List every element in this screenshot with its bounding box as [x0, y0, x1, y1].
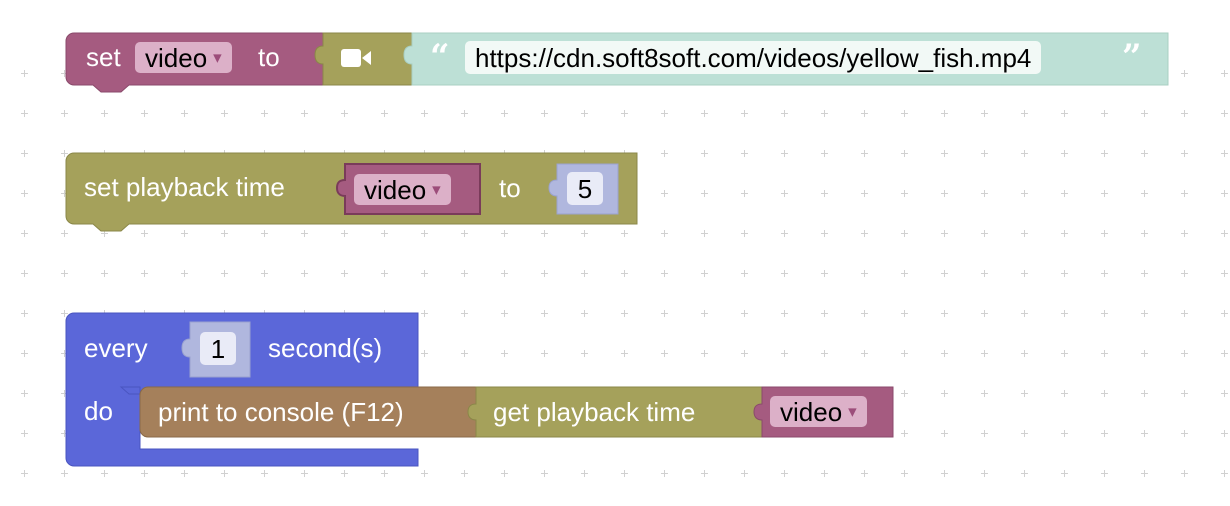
- set-playback-time-label: set playback time: [84, 172, 285, 202]
- url-text-value: https://cdn.soft8soft.com/videos/yellow_…: [475, 42, 1032, 73]
- time-number-value: 5: [577, 173, 593, 204]
- variable-dropdown-3[interactable]: video ▾: [770, 396, 867, 427]
- get-playback-time-label: get playback time: [493, 397, 696, 427]
- interval-number-field[interactable]: 1: [200, 332, 236, 365]
- interval-number-value: 1: [210, 333, 226, 364]
- every-loop-block[interactable]: [65, 312, 419, 467]
- do-label: do: [84, 396, 113, 426]
- dropdown-arrow-icon: ▾: [848, 401, 857, 421]
- print-to-console-label: print to console (F12): [158, 397, 404, 427]
- variable-dropdown-value-2: video: [364, 174, 427, 205]
- variable-dropdown-2[interactable]: video ▾: [354, 174, 451, 205]
- dropdown-arrow-icon: ▾: [432, 179, 441, 199]
- url-text-field[interactable]: https://cdn.soft8soft.com/videos/yellow_…: [465, 41, 1042, 74]
- seconds-label: second(s): [268, 333, 383, 363]
- to-label-2: to: [499, 173, 521, 203]
- close-quote: ”: [1122, 37, 1142, 77]
- set-label: set: [86, 42, 121, 72]
- variable-dropdown-value: video: [145, 42, 208, 73]
- variable-dropdown[interactable]: video ▾: [135, 42, 232, 73]
- print-to-console-block[interactable]: [139, 386, 477, 438]
- time-number-field[interactable]: 5: [567, 172, 603, 205]
- dropdown-arrow-icon: ▾: [213, 47, 222, 67]
- every-label: every: [84, 333, 148, 363]
- video-camera-icon: [341, 49, 371, 67]
- open-quote: “: [430, 37, 450, 77]
- to-label: to: [258, 42, 280, 72]
- variable-dropdown-value-3: video: [780, 396, 843, 427]
- get-playback-time-block[interactable]: [467, 386, 763, 438]
